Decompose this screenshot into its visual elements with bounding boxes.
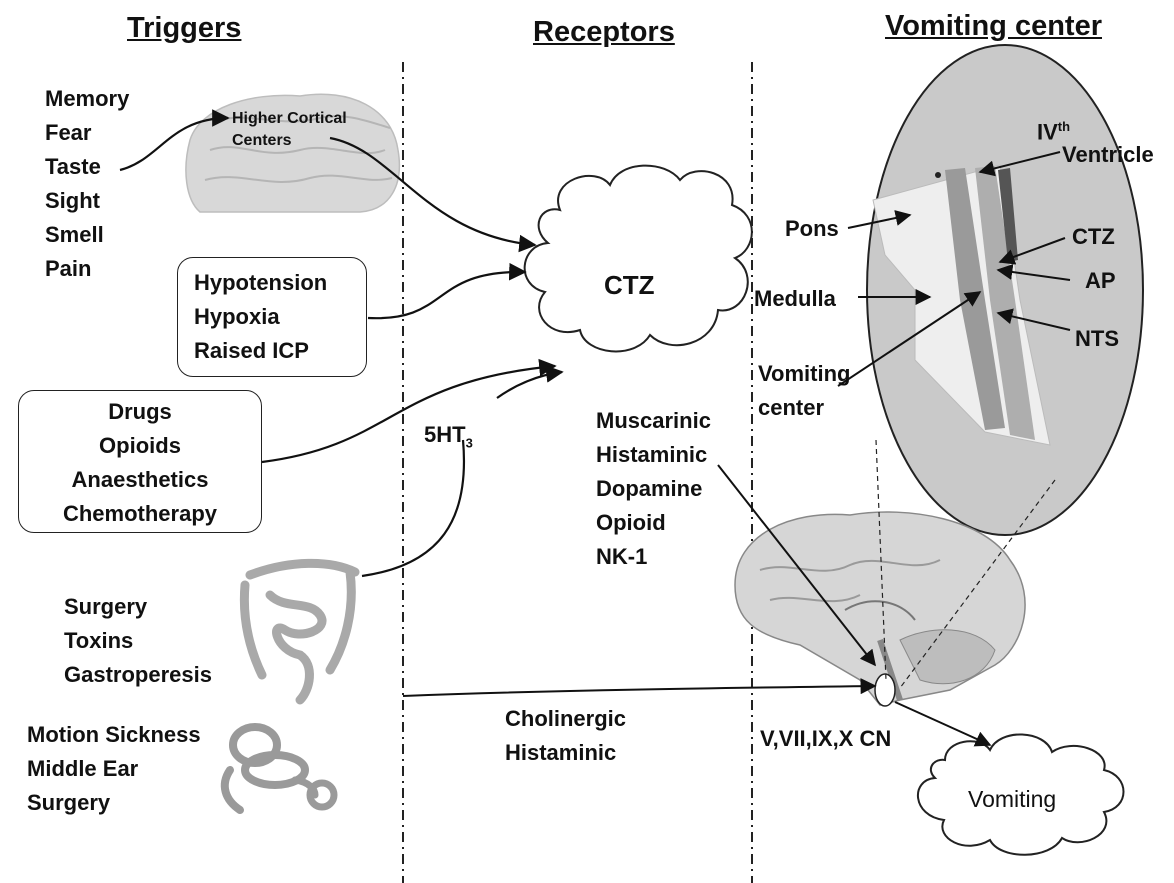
pons-label: Pons [785,216,839,241]
ventricle-label: IVth [1037,110,1070,149]
receptor-list: Muscarinic Histaminic Dopamine Opioid NK… [596,404,711,574]
arrow-ap [996,264,1071,281]
arrow-receptors-to-center [717,464,876,667]
arrow-ventricle [978,151,1061,177]
receptor-histaminic: Histaminic [596,442,708,467]
arrow-ctz-label [998,237,1066,265]
trigger-middle-ear: Middle Ear [27,756,139,781]
arrow-physiologic-to-ctz [367,262,527,320]
arrow-5ht3-to-ctz [496,365,564,399]
trigger-surgery: Surgery [64,594,148,619]
ear-trigger-list: Motion Sickness Middle Ear Surgery [27,718,201,820]
vomiting-center-label-line-1: Vomiting [758,361,851,386]
receptor-vestibular-histaminic: Histaminic [505,740,617,765]
vomiting-center-label-line-2: center [758,395,825,420]
arrow-drugs-to-ctz [261,358,557,464]
sagittal-brain-illustration [734,511,1026,707]
ventricle-label-superscript: th [1057,119,1071,134]
trigger-toxins: Toxins [64,628,134,653]
physiologic-triggers-box: Hypotension Hypoxia Raised ICP [177,257,367,377]
receptor-nk1: NK-1 [596,544,648,569]
receptor-opioid: Opioid [596,510,666,535]
arrow-vomiting-center-label [837,291,982,387]
receptor-dopamine: Dopamine [596,476,703,501]
trigger-taste: Taste [45,154,101,179]
ctz-cloud [523,164,753,353]
intestine-illustration [239,558,360,705]
ctz-label: CTZ [604,270,655,300]
trigger-memory: Memory [45,86,130,111]
arrow-ear-to-center [402,678,877,697]
vomiting-center-anatomy-label: Vomiting center [758,357,850,425]
arrow-pons [847,210,912,229]
trigger-opioids: Opioids [99,433,181,458]
vomiting-cloud [917,733,1125,856]
trigger-ear-surgery: Surgery [27,790,111,815]
serotonin-label-base: 5HT [424,422,466,447]
ventricle-label-numeral: IV [1037,119,1058,145]
trigger-hypotension: Hypotension [194,270,328,295]
trigger-drugs: Drugs [108,399,172,424]
gut-trigger-list: Surgery Toxins Gastroperesis [64,590,212,692]
drug-triggers-box: Drugs Opioids Anaesthetics Chemotherapy [18,390,262,533]
serotonin-label-subscript: 3 [465,435,473,451]
arrow-cortex-to-ctz [329,136,537,253]
ctz-anatomy-label: CTZ [1072,224,1115,249]
ventricle-label-word: Ventricle [1062,142,1154,167]
zoom-line-right [899,479,1056,689]
arrow-gut-to-5ht3 [361,439,466,578]
arrow-nts [996,308,1071,331]
higher-cortical-centers-label: Higher Cortical Centers [232,110,347,149]
zoom-line-left [875,439,887,681]
medulla-label: Medulla [754,286,836,311]
area-postrema-label: AP [1085,268,1116,293]
trigger-sight: Sight [45,188,100,213]
cranial-nerves-label: V,VII,IX,X CN [760,726,892,751]
sensory-trigger-list: Memory Fear Taste Sight Smell Pain [45,82,129,286]
trigger-smell: Smell [45,222,104,247]
vomiting-output-label: Vomiting [968,786,1057,812]
inner-ear-illustration [220,723,338,814]
trigger-fear: Fear [45,120,92,145]
header-triggers: Triggers [127,12,242,44]
trigger-hypoxia: Hypoxia [194,304,280,329]
trigger-raised-icp: Raised ICP [194,338,309,363]
receptor-cholinergic: Cholinergic [505,706,627,731]
receptor-muscarinic: Muscarinic [596,408,711,433]
trigger-chemotherapy: Chemotherapy [62,501,218,526]
arrow-center-to-vomiting [894,701,992,747]
trigger-anaesthetics: Anaesthetics [71,467,209,492]
header-vomiting-center: Vomiting center [885,10,1102,42]
header-receptors: Receptors [533,16,675,48]
arrow-sensory-to-cortex [119,109,230,172]
serotonin-receptor-label: 5HT3 [424,418,473,460]
cortex-brain-illustration [185,93,400,213]
trigger-motion-sickness: Motion Sickness [27,722,201,747]
nts-label: NTS [1075,326,1119,351]
trigger-gastroperesis: Gastroperesis [64,662,212,687]
trigger-pain: Pain [45,256,92,281]
vestibular-receptor-list: Cholinergic Histaminic [505,702,626,770]
